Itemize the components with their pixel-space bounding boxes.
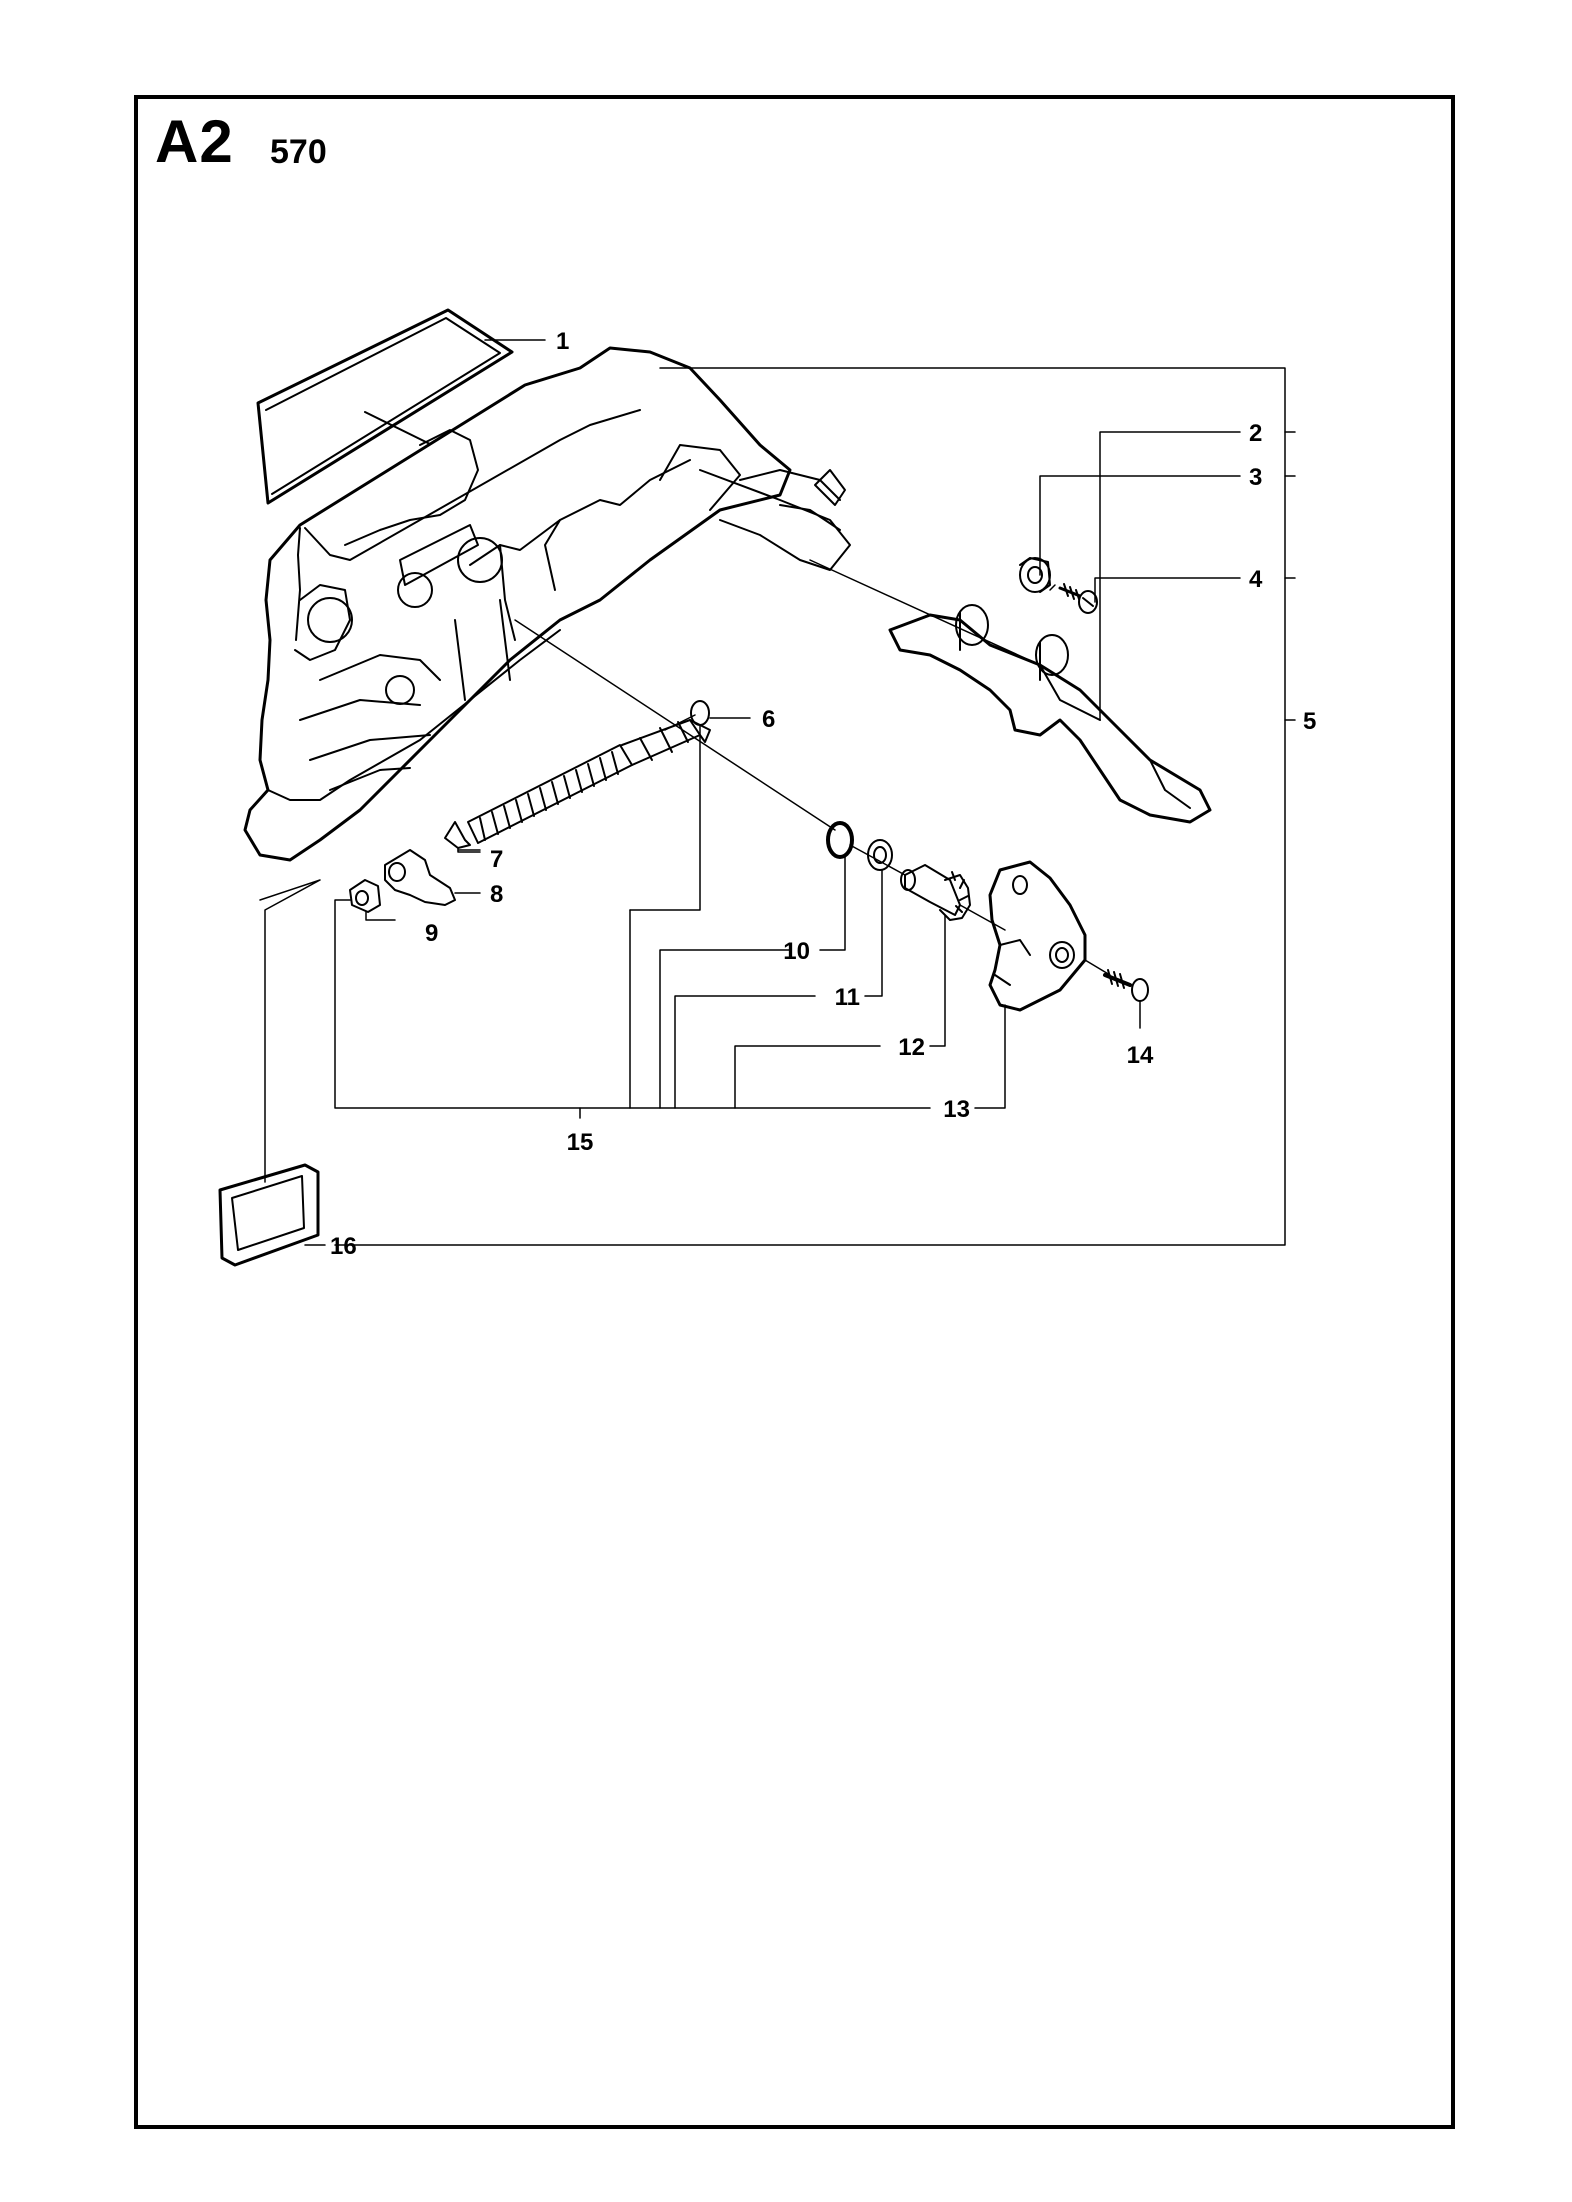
part-screw-4 [1058,583,1098,614]
part-oring-6 [690,700,710,726]
part-chain-catcher-2 [888,604,1212,824]
part-decal-1 [256,308,514,505]
callout-8: 8 [490,881,503,908]
part-nut-3 [1019,557,1051,593]
callout-4: 4 [1249,566,1263,593]
callout-1: 1 [556,328,569,355]
part-oring-10 [826,821,854,859]
callout-2: 2 [1249,420,1262,447]
part-cover-plate-13 [988,860,1087,1012]
callout-6: 6 [762,706,775,733]
part-tension-screw-7 [444,719,711,849]
callout-3: 3 [1249,464,1262,491]
callout-14: 14 [1127,1042,1154,1069]
part-adjuster-8 [384,849,456,906]
page-frame [134,95,1455,2129]
callout-15: 15 [567,1129,594,1156]
callout-12: 12 [898,1034,925,1061]
part-pad-16 [218,1163,320,1267]
leader-lines [259,339,1296,1246]
callout-10: 10 [783,938,810,965]
callout-13: 13 [943,1096,970,1123]
part-sprocket-12 [900,864,971,921]
part-nut-9 [349,879,381,913]
callout-9: 9 [425,920,438,947]
model-number: 570 [270,133,327,171]
section-code: A2 [155,108,234,175]
callout-16: 16 [330,1233,357,1260]
callout-7: 7 [490,846,503,873]
callout-11: 11 [835,984,860,1011]
callout-5: 5 [1303,708,1316,735]
part-screw-14 [1103,969,1149,1002]
explode-lines [514,559,1111,976]
